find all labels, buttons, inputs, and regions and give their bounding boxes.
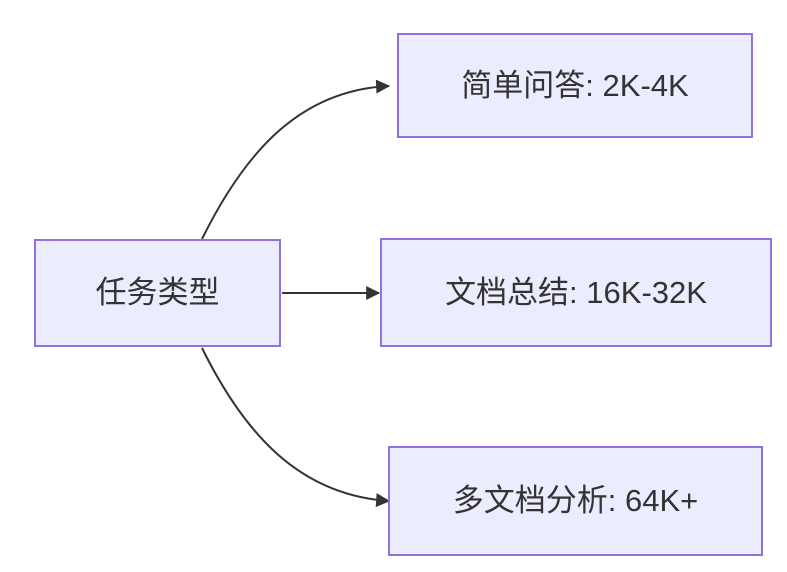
node-doc-summary: 文档总结: 16K-32K bbox=[380, 238, 772, 347]
node-multi-doc: 多文档分析: 64K+ bbox=[388, 446, 763, 556]
node-multi-doc-label: 多文档分析: 64K+ bbox=[452, 483, 699, 519]
node-task-type-label: 任务类型 bbox=[95, 275, 220, 311]
node-task-type: 任务类型 bbox=[34, 239, 281, 347]
node-simple-qa: 简单问答: 2K-4K bbox=[397, 33, 753, 138]
node-doc-summary-label: 文档总结: 16K-32K bbox=[445, 274, 707, 310]
edge-root-to-multi-doc bbox=[201, 347, 391, 508]
node-simple-qa-label: 简单问答: 2K-4K bbox=[461, 67, 689, 103]
edge-root-to-simple-qa bbox=[201, 79, 391, 240]
